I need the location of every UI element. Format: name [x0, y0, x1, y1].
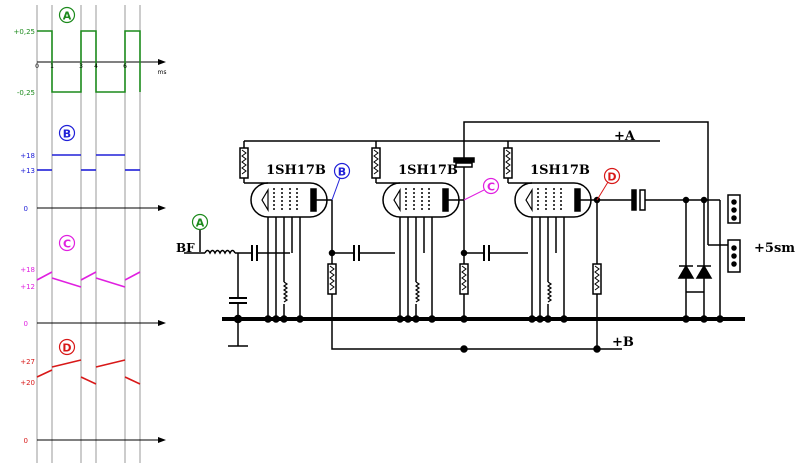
trace-b-v2: +13 [20, 167, 35, 175]
trace-c-group: +18 +12 0 C [20, 234, 166, 328]
trace-d-marker-circle [58, 338, 76, 356]
schematic [184, 121, 745, 353]
trace-a-marker-circle [58, 6, 76, 24]
tube-3-label: 1SH17B [530, 163, 590, 178]
trace-d-group: +27 +20 0 D [20, 338, 166, 445]
trace-b-axis-arrow [158, 205, 166, 211]
schematic-marker-c: C [487, 181, 495, 194]
schematic-marker-b: B [338, 166, 346, 179]
trace-c-marker-circle [58, 234, 76, 252]
diode-2 [695, 264, 713, 279]
trace-a-unit: ms [158, 69, 167, 76]
trace-a-group: +0,25 -0,25 0 1 3 4 6 ms A [14, 6, 167, 97]
trace-c-v1: +18 [20, 266, 35, 274]
trace-a-marker: A [63, 10, 72, 23]
marker-b-leader [331, 177, 341, 201]
schematic-marker-a: A [196, 217, 205, 230]
stage-1 [239, 141, 395, 323]
stage-3 [503, 141, 720, 353]
diode-1 [677, 264, 695, 279]
schematic-marker-c-circle [482, 177, 500, 195]
trace-c-axis-arrow [158, 320, 166, 326]
trace-b-marker: B [63, 128, 71, 141]
output-jack-bottom [727, 239, 741, 273]
trace-c-waveform [36, 271, 141, 288]
timing-diagrams: +0,25 -0,25 0 1 3 4 6 ms A +18 +13 0 [14, 5, 167, 463]
stage-2-crystal [455, 162, 473, 168]
tube-1-label: 1SH17B [266, 163, 326, 178]
output-jack-top [727, 194, 741, 224]
trace-a-tick-3: 3 [79, 63, 83, 70]
schematic-marker-d-circle [603, 167, 621, 185]
stage-3-tube [514, 182, 592, 218]
trace-d-v2: +20 [20, 379, 35, 387]
trace-b-group: +18 +13 0 B [20, 124, 166, 213]
schematic-marker-d: D [607, 171, 616, 184]
input-inductor [204, 249, 236, 255]
marker-c-leader [463, 189, 485, 201]
input-label: BF [176, 241, 195, 255]
stage-2 [371, 141, 528, 353]
trace-a-waveform [37, 30, 141, 93]
trace-d-marker: D [62, 342, 71, 355]
trace-c-marker: C [63, 238, 71, 251]
trace-b-waveform [37, 154, 140, 171]
schematic-marker-b-circle [333, 162, 351, 180]
stage-2-crystal-top [453, 157, 475, 163]
trace-c-zero: 0 [24, 320, 28, 328]
trace-b-marker-circle [58, 124, 76, 142]
output-section [677, 194, 741, 323]
trace-a-bottom-label: -0,25 [17, 89, 35, 97]
schematic-marker-a-circle [191, 213, 209, 231]
stage-1-tube [250, 182, 328, 218]
trace-d-axis-arrow [158, 437, 166, 443]
trace-d-waveform [36, 359, 141, 385]
tube-2-label: 1SH17B [398, 163, 458, 178]
trace-b-v1: +18 [20, 152, 35, 160]
output-crystal-left [631, 189, 637, 211]
trace-b-zero: 0 [24, 205, 28, 213]
input-section [184, 229, 290, 347]
schematic-labels: 1SH17B 1SH17B 1SH17B BF +A +B +5sm A B C… [176, 129, 795, 350]
trace-d-zero: 0 [24, 437, 28, 445]
plus-b-rail [331, 300, 622, 350]
trace-a-tick-6: 6 [123, 63, 127, 70]
trace-a-axis-arrow [158, 59, 166, 65]
output-crystal-right [639, 189, 646, 211]
plus-b-label: +B [612, 335, 634, 350]
plus-a-upper-rail [463, 121, 709, 198]
trace-a-tick-0: 0 [35, 63, 39, 70]
trace-d-v1: +27 [20, 358, 35, 366]
stage-2-tube [382, 182, 460, 218]
output-label: +5sm [754, 241, 795, 256]
trace-a-top-label: +0,25 [14, 28, 35, 36]
plus-a-label: +A [614, 129, 636, 144]
trace-a-tick-1: 1 [50, 63, 54, 70]
trace-c-v2: +12 [20, 283, 35, 291]
trace-a-tick-4: 4 [94, 63, 98, 70]
marker-d-leader [596, 181, 609, 201]
